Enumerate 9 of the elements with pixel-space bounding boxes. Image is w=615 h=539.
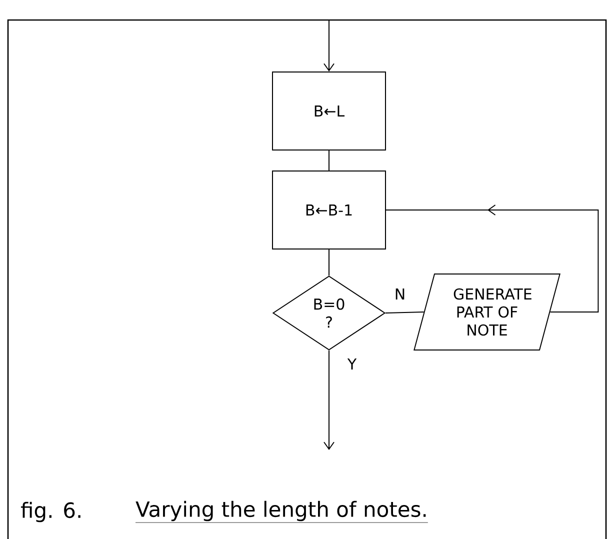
edge-label: N bbox=[393, 288, 407, 300]
caption: Varying the length of notes. bbox=[135, 500, 428, 523]
process-box: B←L bbox=[272, 72, 386, 150]
figure-number: fig. 6. bbox=[21, 502, 80, 522]
data-parallelogram: GENERATE PART OF NOTE bbox=[414, 274, 560, 350]
edge-label: Y bbox=[346, 358, 358, 370]
arrow bbox=[324, 350, 334, 450]
arrow bbox=[324, 20, 334, 72]
process-box: B←B-1 bbox=[272, 170, 386, 250]
